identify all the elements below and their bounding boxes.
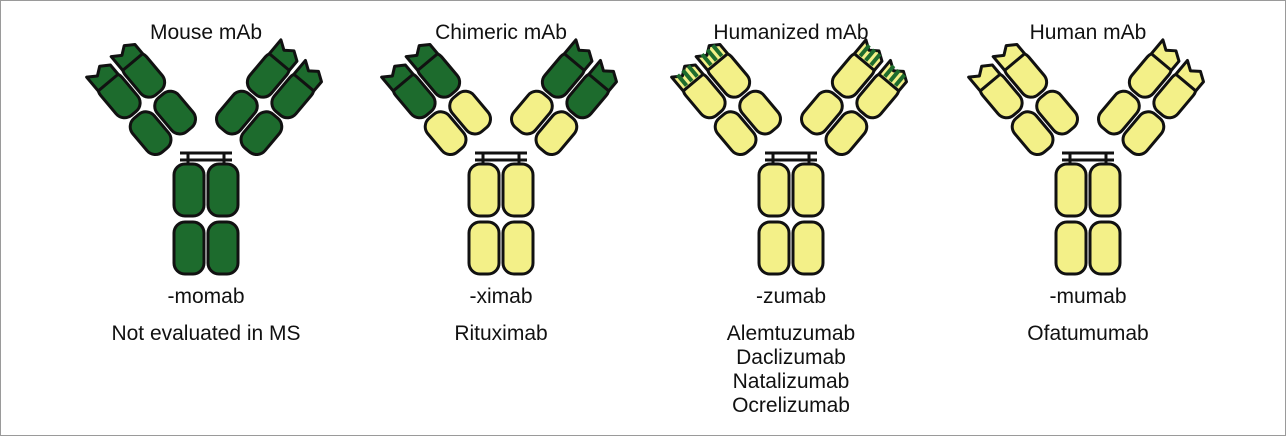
fc-domain — [501, 162, 535, 218]
cdr-stripe — [858, 43, 871, 58]
example-item: Alemtuzumab — [726, 322, 856, 345]
example-item: Rituximab — [454, 322, 548, 345]
suffix-chimeric: -ximab — [469, 285, 533, 308]
antigen-binding-tip — [562, 38, 594, 72]
panel-title-mouse: Mouse mAb — [149, 21, 263, 44]
suffix-mouse: -momab — [167, 285, 245, 308]
example-item: Natalizumab — [732, 370, 850, 393]
fc-domain — [791, 162, 825, 218]
example-item: Ocrelizumab — [732, 394, 850, 417]
fab-constant-domain — [824, 110, 869, 157]
cdr-stripe — [893, 73, 907, 87]
antigen-binding-tip — [404, 42, 440, 72]
fab-constant-domain — [800, 89, 844, 136]
fc-domain — [206, 220, 240, 276]
antigen-binding-tip — [85, 63, 120, 93]
cdr-stripe — [711, 43, 724, 58]
fab-constant-domain — [1035, 89, 1079, 136]
example-item: Daclizumab — [736, 346, 846, 369]
cdr-stripe — [864, 48, 877, 62]
fab-arm-right — [1097, 38, 1205, 157]
fc-domain — [172, 220, 206, 276]
cdr-stripe — [705, 48, 718, 62]
cdr-stripe — [888, 69, 901, 83]
antigen-binding-tip — [1174, 58, 1205, 93]
example-item: Not evaluated in MS — [111, 322, 301, 345]
fab-arm-left — [380, 42, 492, 157]
examples-chimeric: Rituximab — [356, 322, 646, 346]
examples-mouse: Not evaluated in MS — [61, 322, 351, 346]
cdr-stripe — [883, 64, 896, 78]
fc-domain — [757, 162, 791, 218]
fc-domain — [757, 220, 791, 276]
fab-constant-domain — [153, 89, 197, 136]
fc-domain — [467, 220, 501, 276]
fab-constant-domain — [713, 110, 758, 157]
fc-domain — [467, 162, 501, 218]
hinge-bridge — [180, 151, 232, 164]
fab-arm-left — [670, 42, 782, 157]
antigen-binding-tip — [1149, 38, 1181, 72]
panel-title-humanized: Humanized mAb — [713, 21, 869, 44]
fab-arm-right — [800, 38, 908, 157]
cdr-stripe — [700, 52, 713, 67]
fab-arm-right — [215, 38, 323, 157]
fab-constant-domain — [1010, 110, 1055, 157]
antigen-binding-tip — [991, 42, 1027, 72]
suffix-human: -mumab — [1049, 285, 1127, 308]
fab-constant-domain — [1121, 110, 1166, 157]
examples-human: Ofatumumab — [943, 322, 1233, 346]
fab-constant-domain — [1097, 89, 1141, 136]
examples-humanized: Alemtuzumab Daclizumab Natalizumab Ocrel… — [646, 322, 936, 418]
hinge-bridge — [475, 151, 527, 164]
fab-arm-right — [510, 38, 618, 157]
fab-constant-domain — [738, 89, 782, 136]
fc-domain — [1054, 162, 1088, 218]
panel-title-human: Human mAb — [1029, 21, 1147, 44]
hinge-bridge — [1062, 151, 1114, 164]
antibody-humanized — [670, 38, 908, 276]
cdr-stripe — [869, 52, 882, 67]
antibody-mouse — [85, 38, 323, 276]
fab-arm-left — [967, 42, 1079, 157]
antigen-binding-tip — [587, 58, 618, 93]
cdr-stripe — [681, 69, 694, 83]
antibody-human — [967, 38, 1205, 276]
fab-constant-domain — [534, 110, 579, 157]
fab-constant-domain — [510, 89, 554, 136]
fab-constant-domain — [215, 89, 259, 136]
fab-constant-domain — [423, 110, 468, 157]
suffix-humanized: -zumab — [755, 285, 827, 308]
fab-constant-domain — [448, 89, 492, 136]
fc-domain — [1054, 220, 1088, 276]
cdr-stripe — [686, 64, 699, 78]
hinge-bridge — [765, 151, 817, 164]
fc-domain — [791, 220, 825, 276]
antigen-binding-tip — [292, 58, 323, 93]
panel-title-chimeric: Chimeric mAb — [435, 21, 567, 44]
cdr-stripe — [675, 73, 689, 87]
antigen-binding-tip — [109, 42, 145, 72]
fc-domain — [1088, 220, 1122, 276]
fc-domain — [172, 162, 206, 218]
fc-domain — [206, 162, 240, 218]
fab-arm-left — [85, 42, 197, 157]
antibody-chimeric — [380, 38, 618, 276]
fc-domain — [501, 220, 535, 276]
antigen-binding-tip — [967, 63, 1002, 93]
antigen-binding-tip — [267, 38, 299, 72]
antigen-binding-tip — [380, 63, 415, 93]
fc-domain — [1088, 162, 1122, 218]
fab-constant-domain — [239, 110, 284, 157]
fab-constant-domain — [128, 110, 173, 157]
example-item: Ofatumumab — [1027, 322, 1149, 345]
